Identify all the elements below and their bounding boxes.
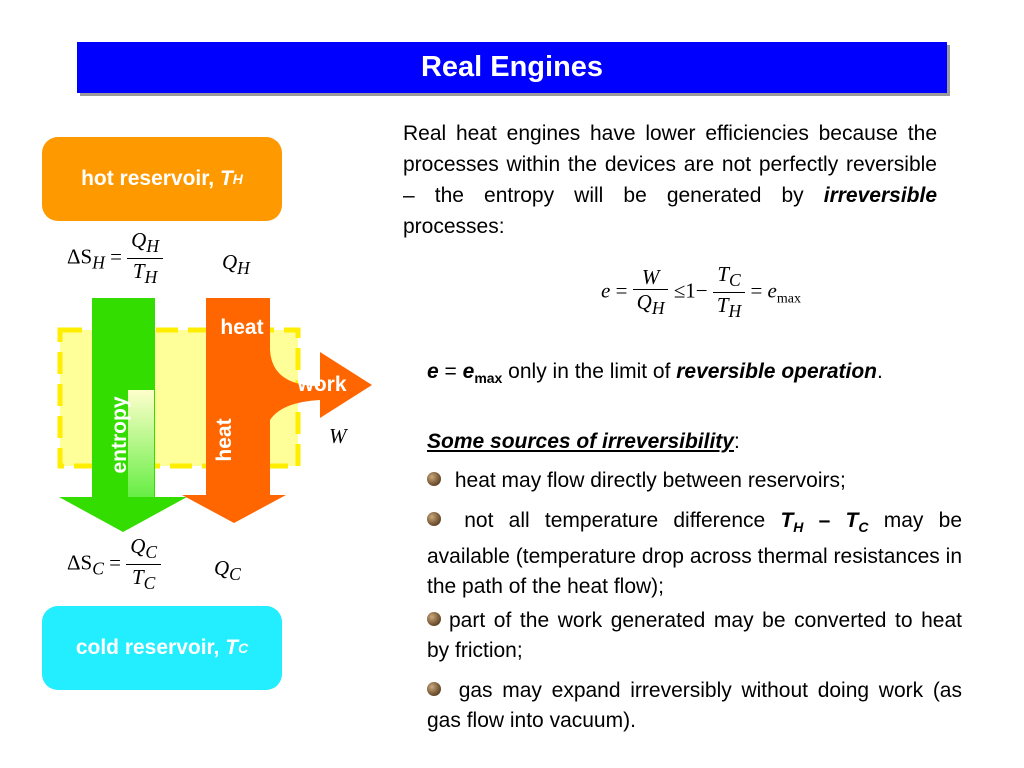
delta-sh-num: Q [131, 228, 147, 252]
statement-emax-sub: max [474, 370, 503, 387]
qh-sub: H [237, 258, 250, 279]
delta-sc-lhs: ΔS [67, 550, 93, 575]
heat-label-top: heat [220, 316, 263, 339]
eq-q-sub: H [651, 298, 665, 319]
qc-symbol: Q [214, 556, 230, 580]
delta-sh-num-sub: H [146, 236, 159, 257]
delta-sh-equals: = [110, 244, 128, 269]
eq-tc-sub: C [729, 270, 741, 291]
cold-reservoir-symbol: T [225, 636, 239, 659]
eq-tc: T [717, 262, 730, 286]
eq-th: T [716, 293, 729, 318]
statement-end: . [877, 360, 883, 383]
page-title: Real Engines [420, 51, 604, 83]
delta-sc-den-sub: C [143, 573, 156, 594]
work-label: work [296, 373, 346, 396]
statement-emax: e [462, 360, 475, 383]
qh-symbol: Q [222, 250, 238, 274]
bullet2-rest: may be available (temperature drop acros… [427, 509, 962, 599]
intro-emphasis: irreversible [823, 184, 937, 207]
delta-sh-den-sub: H [144, 267, 158, 288]
cold-reservoir-sub: C [238, 640, 249, 656]
heat-label-vertical: heat [213, 418, 236, 461]
work-symbol-text: W [329, 424, 347, 448]
bullet-icon [427, 512, 441, 527]
statement-mid: only in the limit of [502, 360, 677, 383]
reversible-statement: e = emax only in the limit of reversible… [427, 357, 962, 393]
eq-fraction-wq: W QH [632, 265, 669, 320]
bullet2-th: T [780, 509, 794, 532]
eq-th-sub: H [728, 301, 742, 322]
eq-equals-2: = [750, 278, 768, 303]
qh-label: QH [222, 250, 250, 279]
bullet-text-2: not all temperature difference [464, 509, 781, 532]
heat-arrow [182, 298, 372, 523]
eq-e: e [601, 278, 611, 303]
cold-reservoir-label: cold reservoir, [75, 636, 220, 659]
bullet-icon [427, 612, 441, 627]
qc-sub: C [229, 564, 241, 585]
bullet-item-1: heat may flow directly between reservoir… [427, 466, 962, 496]
bullet2-dash: – [803, 509, 846, 532]
bullet-icon [427, 682, 441, 697]
delta-sh-fraction: QH TH [127, 228, 163, 289]
entropy-hot-equation: ΔSH = QH TH [67, 228, 163, 289]
bullet-text-4: gas may expand irreversibly without doin… [427, 679, 962, 732]
eq-emax: e [767, 278, 777, 303]
bullet-item-2: not all temperature difference TH – TC m… [427, 506, 962, 602]
bullet-text-1: heat may flow directly between reservoir… [454, 469, 846, 492]
bullet2-th-sub: H [793, 519, 804, 536]
delta-sc-lhs-sub: C [92, 558, 104, 579]
bullet-text-3: part of the work generated may be conver… [427, 609, 962, 662]
delta-sc-den: T [131, 565, 144, 590]
bullet-item-3: part of the work generated may be conver… [427, 606, 962, 666]
delta-sh-den: T [132, 259, 145, 284]
eq-emax-sub: max [776, 291, 801, 307]
statement-e: e [427, 360, 439, 383]
entropy-cold-equation: ΔSC = QC TC [67, 534, 162, 595]
work-symbol: W [329, 424, 347, 449]
intro-text-2: processes: [403, 215, 505, 238]
entropy-arrow-highlight [128, 390, 154, 497]
intro-text-1: Real heat engines have lower efficiencie… [403, 122, 937, 207]
hot-reservoir-symbol: T [219, 167, 233, 190]
delta-sc-num: Q [130, 534, 146, 558]
entropy-arrow [59, 298, 187, 532]
delta-sh-lhs-sub: H [92, 252, 105, 273]
eq-fraction-t: TC TH [712, 262, 746, 323]
statement-eq: = [438, 360, 463, 383]
bullet2-tc: T [845, 509, 859, 532]
delta-sc-equals: = [109, 550, 127, 575]
statement-reversible: reversible operation [676, 360, 877, 383]
delta-sh-lhs: ΔS [67, 244, 93, 269]
sources-heading-text: Some sources of irreversibility [427, 430, 734, 453]
hot-reservoir-label: hot reservoir, [81, 167, 215, 190]
bullet-icon [427, 472, 441, 487]
sources-heading: Some sources of irreversibility: [427, 427, 962, 457]
delta-sc-fraction: QC TC [126, 534, 162, 595]
hot-reservoir-sub: H [232, 171, 243, 187]
intro-paragraph: Real heat engines have lower efficiencie… [403, 118, 937, 242]
bullet2-tc-sub: C [858, 519, 869, 536]
eq-w: W [641, 265, 660, 290]
eq-q: Q [636, 290, 652, 315]
entropy-label: entropy [108, 396, 131, 473]
title-bar: Real Engines [77, 42, 947, 93]
eq-le-one-minus: ≤1− [673, 278, 708, 303]
engine-diagram: entropy heat heat work [57, 298, 372, 532]
eq-equals-1: = [615, 278, 633, 303]
delta-sc-num-sub: C [145, 542, 158, 563]
sources-heading-colon: : [733, 430, 740, 453]
bullet-item-4: gas may expand irreversibly without doin… [427, 676, 962, 736]
efficiency-equation: e = W QH ≤1− TC TH = emax [601, 262, 801, 323]
qc-label: QC [214, 556, 241, 585]
